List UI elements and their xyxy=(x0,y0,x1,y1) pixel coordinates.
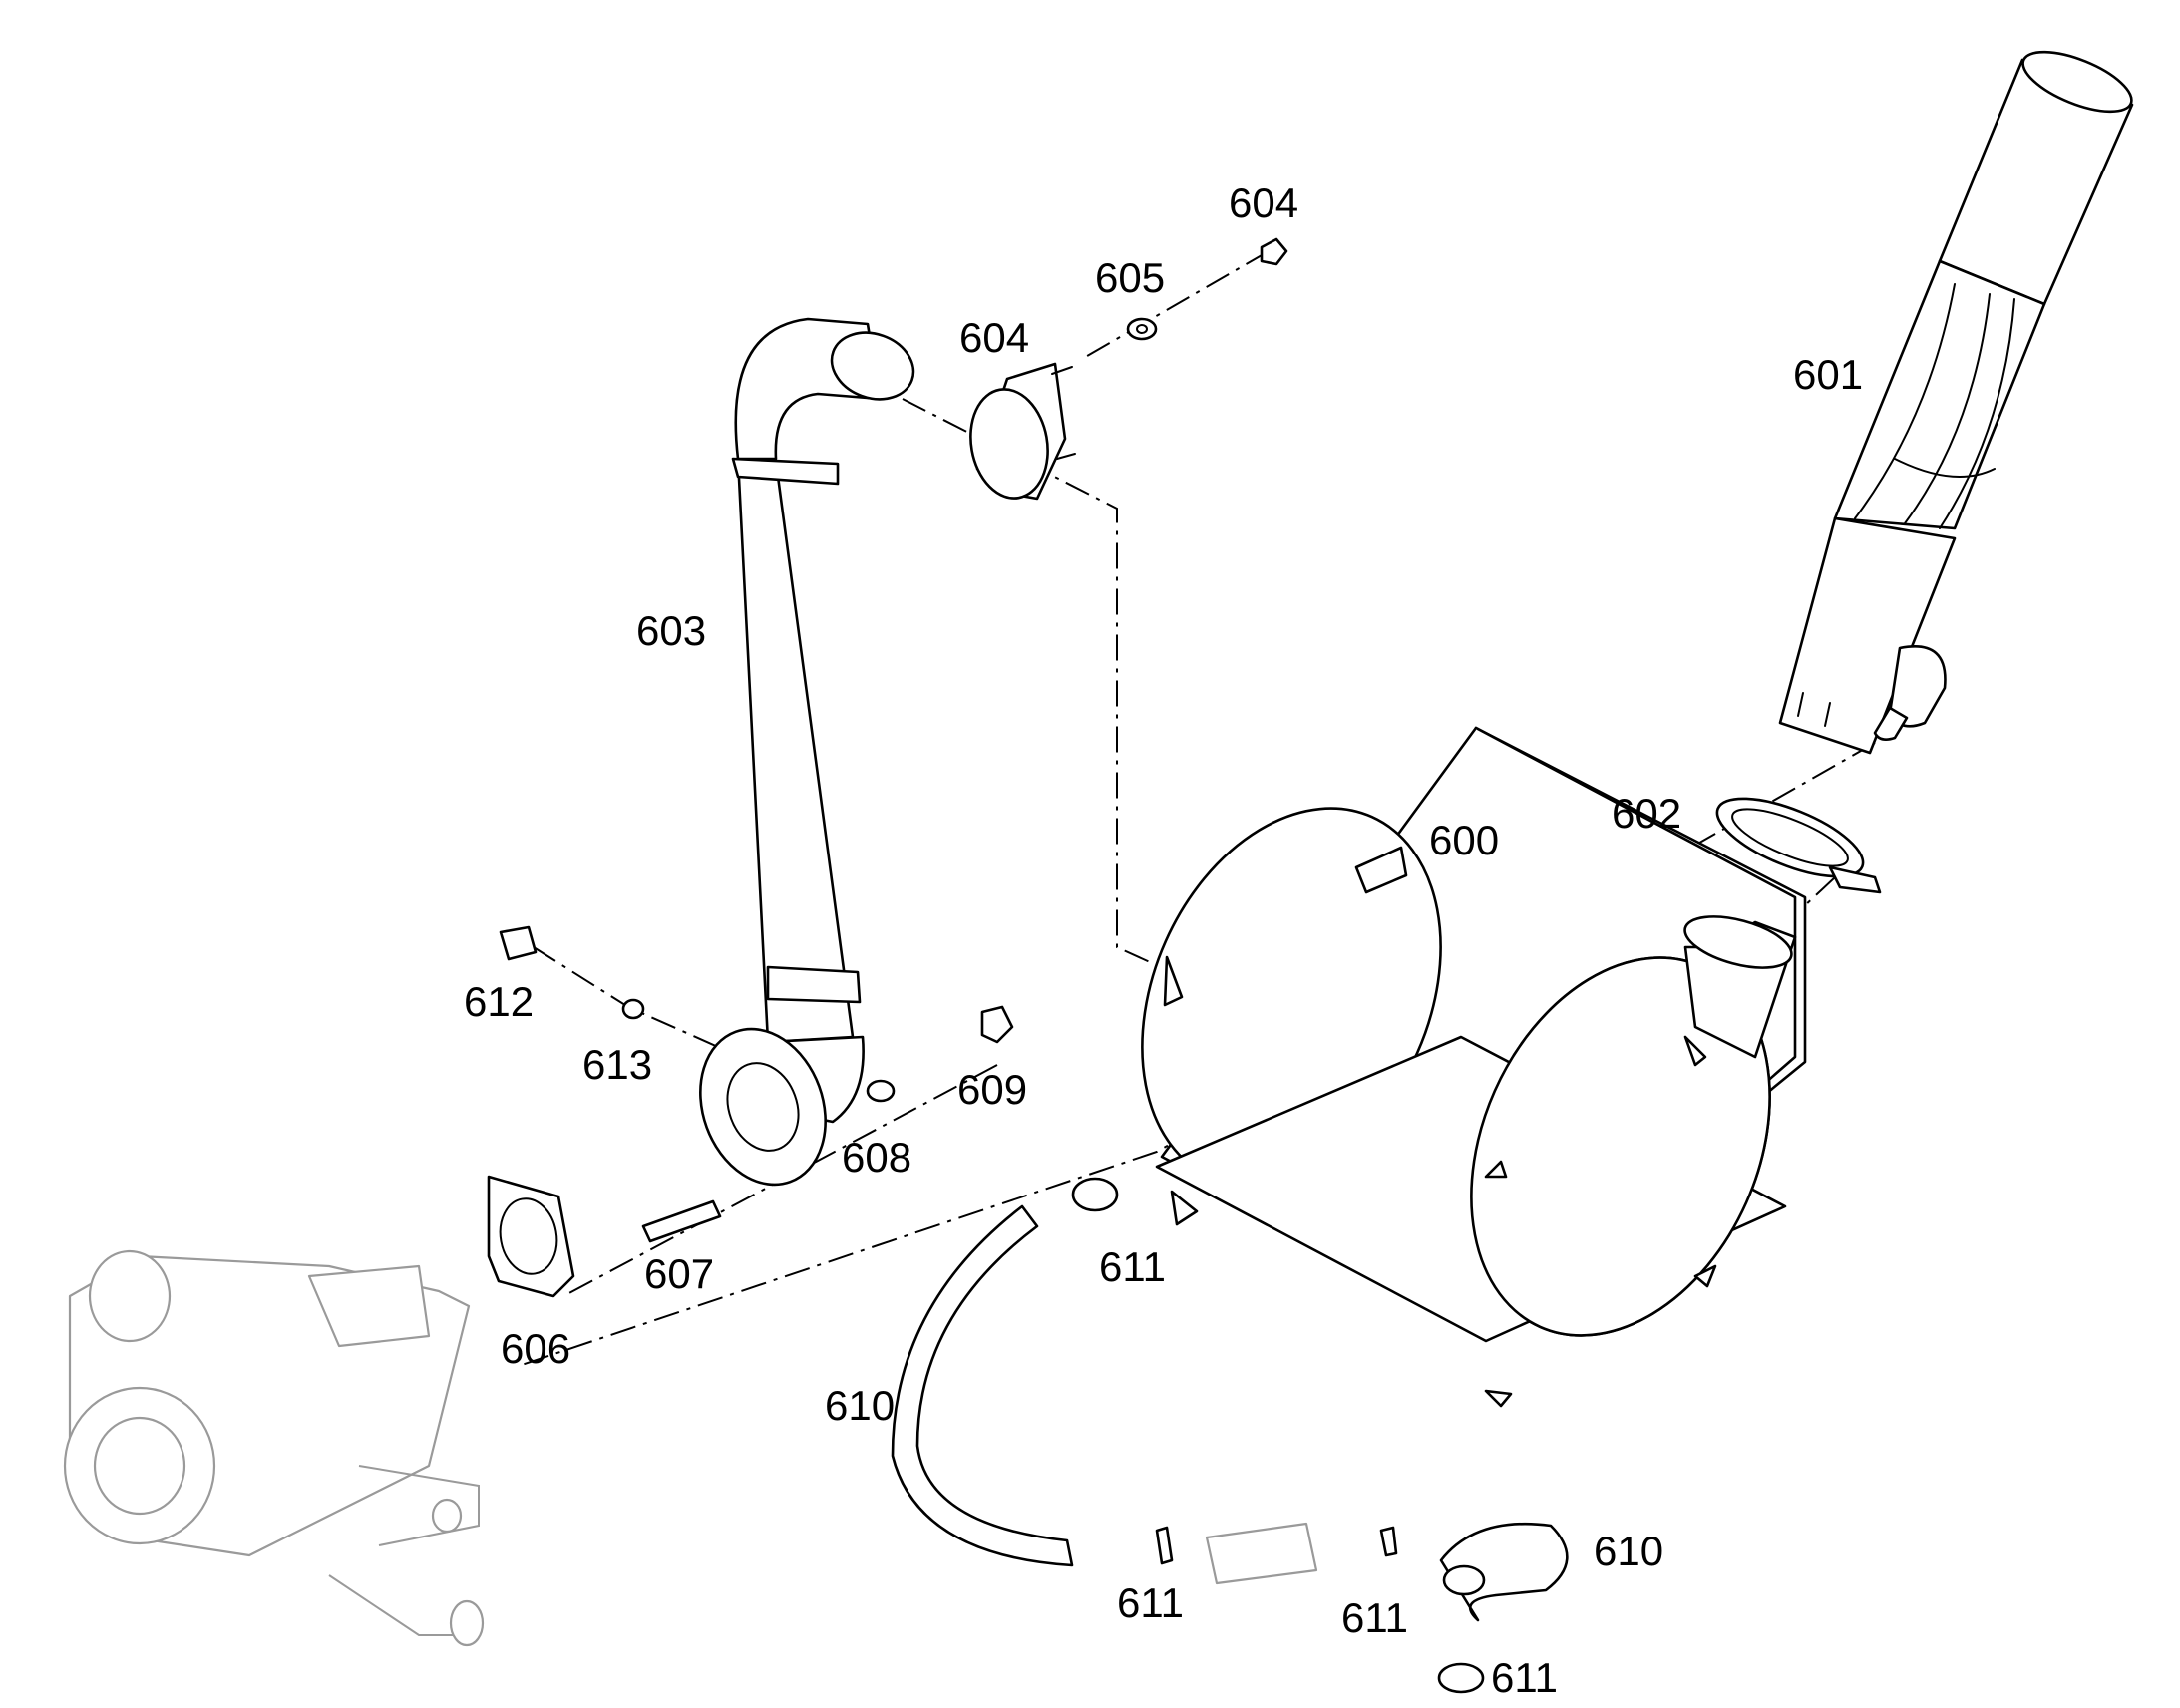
callout-602: 602 xyxy=(1612,790,1681,837)
callout-labels: 600 601 602 603 604 604 605 606 607 608 … xyxy=(464,179,1863,1701)
clamp-602 xyxy=(1715,797,1882,894)
hardware-604-605 xyxy=(1126,237,1288,341)
callout-604-nut: 604 xyxy=(1229,179,1298,226)
callout-611-clamp-bottom: 611 xyxy=(1491,1654,1558,1701)
exhaust-pipe-603 xyxy=(731,317,915,1124)
callout-610-upper: 610 xyxy=(825,1382,895,1429)
turbocharger xyxy=(63,1249,485,1647)
stud-607 xyxy=(641,1199,722,1243)
callout-611-hose: 611 xyxy=(1099,1243,1166,1290)
gasket-606 xyxy=(487,1175,575,1298)
callout-604-bracket: 604 xyxy=(959,314,1029,361)
callout-605: 605 xyxy=(1095,254,1165,301)
callout-609: 609 xyxy=(957,1066,1027,1113)
callout-612: 612 xyxy=(464,978,534,1025)
callout-606: 606 xyxy=(501,1325,570,1372)
callout-600: 600 xyxy=(1429,817,1499,863)
callout-603: 603 xyxy=(636,607,706,654)
hardware-608-609 xyxy=(866,1005,1014,1103)
pipe-flange xyxy=(699,1027,827,1187)
sensor xyxy=(1205,1522,1318,1585)
callout-608: 608 xyxy=(842,1134,911,1181)
callout-611-clip-right: 611 xyxy=(1341,1594,1408,1641)
plug-612-seal-613 xyxy=(499,925,645,1020)
clips-611 xyxy=(1071,1177,1485,1694)
hose-610-lower xyxy=(1439,1522,1569,1622)
callout-610-lower: 610 xyxy=(1594,1528,1663,1574)
callout-613: 613 xyxy=(582,1041,652,1088)
callout-607: 607 xyxy=(644,1250,714,1297)
callout-601: 601 xyxy=(1793,351,1863,398)
muffler-600 xyxy=(1141,726,1807,1408)
hose-610-upper xyxy=(891,1204,1074,1567)
callout-611-clip-left: 611 xyxy=(1117,1579,1184,1626)
bracket-604 xyxy=(969,362,1076,501)
tail-pipe-601 xyxy=(1778,50,2134,755)
